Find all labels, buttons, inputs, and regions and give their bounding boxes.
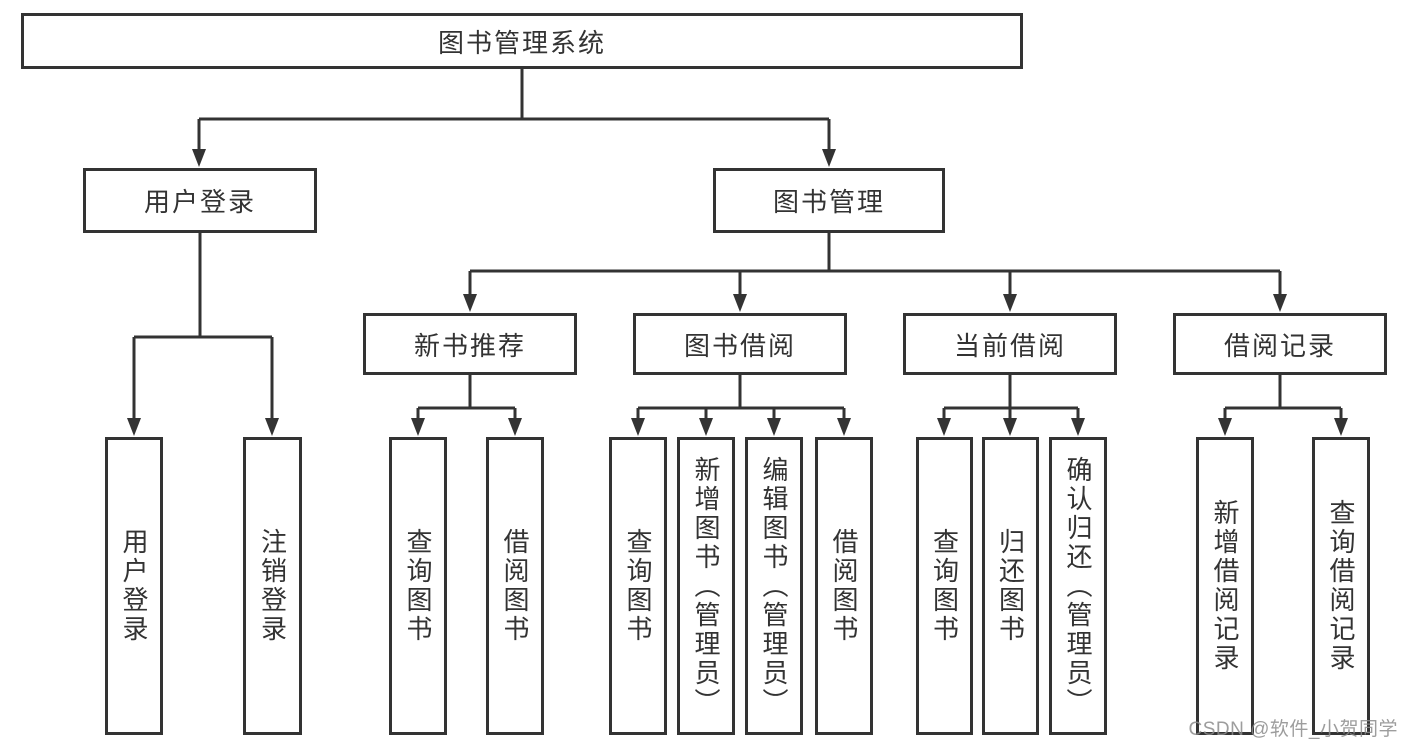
leaf-logout: 注销登录 <box>243 437 302 735</box>
node-book-management-label: 图书管理 <box>772 187 885 217</box>
arrow-icon <box>837 418 851 436</box>
arrow-icon <box>767 418 781 436</box>
node-borrow-records: 借阅记录 <box>1173 313 1387 375</box>
node-user-login-label: 用户登录 <box>143 187 256 217</box>
leaf-borrow-query-books: 查询图书 <box>609 437 667 735</box>
node-root: 图书管理系统 <box>21 13 1023 69</box>
arrow-icon <box>1003 294 1017 312</box>
arrow-icon <box>463 294 477 312</box>
node-book-management: 图书管理 <box>713 168 945 233</box>
arrow-icon <box>192 149 206 167</box>
connector-book-borrow <box>636 375 846 420</box>
leaf-current-query-books-label: 查询图书 <box>929 528 960 644</box>
arrow-icon <box>733 294 747 312</box>
connector-new-book <box>416 375 517 420</box>
arrow-icon <box>822 149 836 167</box>
leaf-user-login: 用户登录 <box>105 437 163 735</box>
node-book-borrow: 图书借阅 <box>633 313 847 375</box>
node-user-login: 用户登录 <box>83 168 317 233</box>
arrow-icon <box>699 418 713 436</box>
leaf-records-query-borrow-record: 查询借阅记录 <box>1312 437 1370 735</box>
node-new-book-recommend-label: 新书推荐 <box>413 330 526 361</box>
leaf-borrow-edit-book-admin-label: 编辑图书（管理员） <box>759 455 789 717</box>
connector-current-borrow <box>942 375 1080 420</box>
node-root-label: 图书管理系统 <box>437 27 606 58</box>
arrow-icon <box>127 418 141 436</box>
node-current-borrow-label: 当前借阅 <box>953 330 1066 361</box>
watermark: CSDN @软件_小贺同学 <box>1188 719 1398 740</box>
connector-root <box>197 69 831 151</box>
arrow-icon <box>631 418 645 436</box>
leaf-current-return-books: 归还图书 <box>982 437 1039 735</box>
arrow-icon <box>1273 294 1287 312</box>
leaf-borrow-borrow-books: 借阅图书 <box>815 437 873 735</box>
leaf-borrow-query-books-label: 查询图书 <box>623 528 653 644</box>
node-book-borrow-label: 图书借阅 <box>683 330 796 361</box>
leaf-borrow-add-book-admin: 新增图书（管理员） <box>677 437 735 735</box>
leaf-logout-label: 注销登录 <box>257 528 288 644</box>
leaf-records-add-borrow-record: 新增借阅记录 <box>1196 437 1254 735</box>
arrow-icon <box>1071 418 1085 436</box>
arrow-icon <box>508 418 522 436</box>
leaf-borrow-add-book-admin-label: 新增图书（管理员） <box>691 455 721 717</box>
connector-user-login <box>132 233 274 420</box>
connector-book-management <box>468 233 1282 296</box>
leaf-user-login-label: 用户登录 <box>119 528 149 644</box>
connector-borrow-records <box>1223 375 1343 420</box>
leaf-current-return-books-label: 归还图书 <box>995 528 1026 644</box>
arrow-icon <box>1334 418 1348 436</box>
node-new-book-recommend: 新书推荐 <box>363 313 577 375</box>
node-current-borrow: 当前借阅 <box>903 313 1117 375</box>
leaf-newbook-borrow-books-label: 借阅图书 <box>500 528 530 644</box>
leaf-current-query-books: 查询图书 <box>916 437 973 735</box>
leaf-newbook-query-books: 查询图书 <box>389 437 447 735</box>
node-borrow-records-label: 借阅记录 <box>1223 330 1336 361</box>
leaf-newbook-borrow-books: 借阅图书 <box>486 437 544 735</box>
leaf-records-query-borrow-record-label: 查询借阅记录 <box>1326 499 1356 673</box>
arrow-icon <box>937 418 951 436</box>
arrow-icon <box>265 418 279 436</box>
leaf-current-confirm-return-admin-label: 确认归还（管理员） <box>1063 455 1093 717</box>
arrow-icon <box>411 418 425 436</box>
arrow-icon <box>1003 418 1017 436</box>
leaf-borrow-borrow-books-label: 借阅图书 <box>829 528 859 644</box>
leaf-current-confirm-return-admin: 确认归还（管理员） <box>1049 437 1107 735</box>
arrow-icon <box>1218 418 1232 436</box>
arrowheads <box>127 149 1348 436</box>
leaf-records-add-borrow-record-label: 新增借阅记录 <box>1210 499 1240 673</box>
leaf-newbook-query-books-label: 查询图书 <box>403 528 433 644</box>
leaf-borrow-edit-book-admin: 编辑图书（管理员） <box>745 437 803 735</box>
